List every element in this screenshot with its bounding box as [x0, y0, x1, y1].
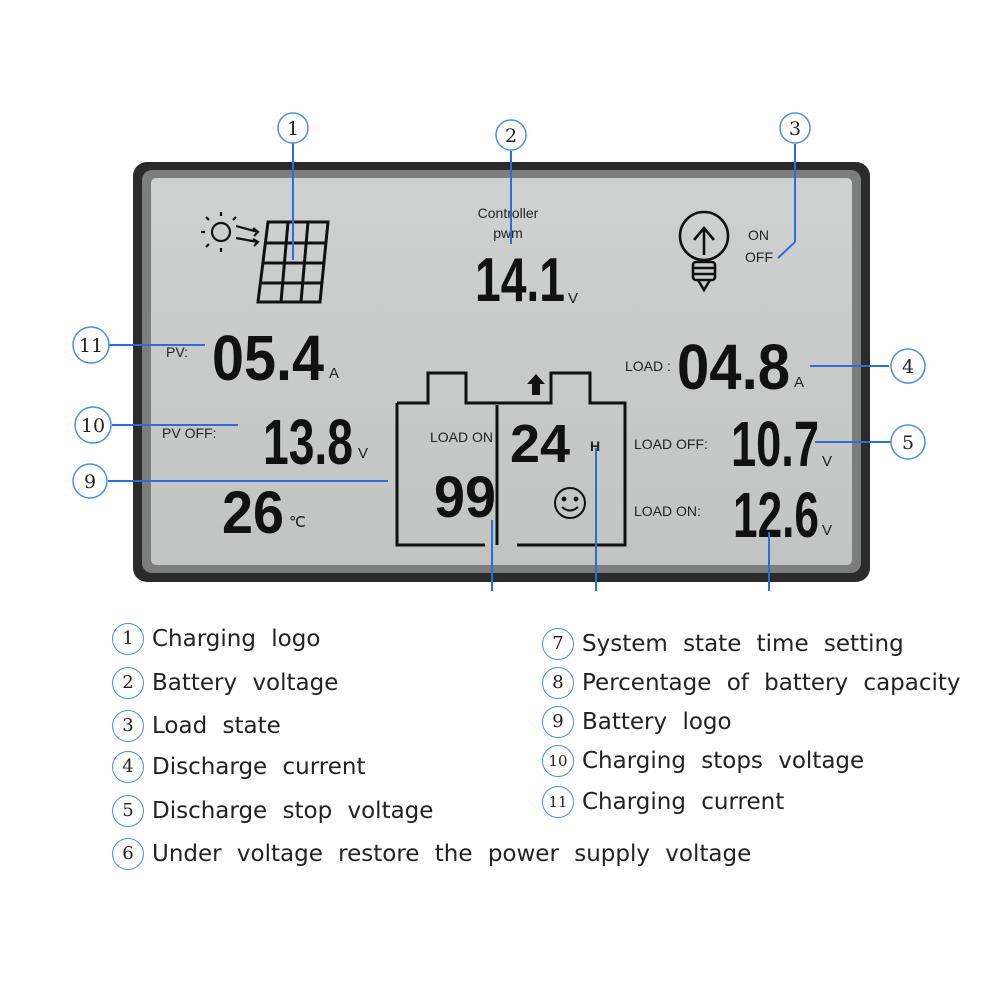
legend-item-4: 4 Discharge current — [112, 751, 365, 783]
legend-text: Load state — [152, 713, 281, 739]
load-on-voltage-readout: 12.6 — [733, 479, 819, 551]
pv-label: PV: — [166, 344, 188, 360]
battery-capacity-readout: 99 — [434, 465, 496, 530]
legend-text: Charging current — [582, 789, 785, 815]
callout-3: 3 — [779, 112, 811, 144]
legend-number: 11 — [542, 786, 574, 818]
callout-9: 9 — [72, 463, 108, 499]
load-off-label: LOAD OFF: — [634, 436, 708, 452]
legend-text: Charging logo — [152, 626, 321, 652]
legend-number: 1 — [112, 623, 144, 655]
solar-panel-icon — [256, 220, 330, 304]
load-current-readout: 04.8 — [677, 331, 790, 403]
legend-text: Battery logo — [582, 709, 732, 735]
load-on-label: LOAD ON: — [634, 503, 701, 519]
legend-number: 5 — [112, 795, 144, 827]
leader-lines — [108, 143, 891, 591]
temperature-unit: ℃ — [289, 514, 306, 531]
leader-line-3b — [777, 241, 796, 259]
load-off-voltage-readout: 10.7 — [731, 408, 819, 480]
legend-text: Charging stops voltage — [582, 748, 865, 774]
controller-label: Controller — [478, 205, 539, 221]
pv-current-readout: 05.4 — [212, 322, 324, 394]
sun-icon — [201, 212, 260, 252]
legend-item-5: 5 Discharge stop voltage — [112, 795, 433, 827]
callout-2: 2 — [495, 119, 527, 151]
legend-text: Discharge stop voltage — [152, 798, 434, 824]
legend-number: 7 — [542, 628, 574, 660]
load-current-unit: A — [794, 374, 804, 391]
legend-item-11: 11 Charging current — [542, 786, 784, 818]
callout-11: 11 — [72, 326, 110, 364]
callout-1: 1 — [277, 112, 309, 144]
callout-number: 4 — [902, 356, 914, 378]
legend-text: Percentage of battery capacity — [582, 670, 961, 696]
pwm-label: pwm — [493, 225, 523, 241]
callout-number: 9 — [84, 471, 96, 493]
pv-off-voltage-unit: V — [358, 445, 368, 462]
pv-off-voltage-readout: 13.8 — [263, 406, 353, 478]
up-arrow-icon — [527, 374, 545, 395]
on-label: ON — [748, 227, 769, 243]
pv-off-label: PV OFF: — [162, 425, 216, 441]
legend-item-8: 8 Percentage of battery capacity — [542, 667, 961, 699]
bulb-icon — [678, 210, 730, 293]
legend-number: 3 — [112, 710, 144, 742]
callout-number: 3 — [789, 118, 801, 140]
temperature-readout: 26 — [222, 479, 284, 546]
legend-number: 4 — [112, 751, 144, 783]
callout-10: 10 — [74, 406, 112, 444]
legend-item-1: 1 Charging logo — [112, 623, 320, 655]
legend-text: Discharge current — [152, 754, 366, 780]
callout-number: 5 — [902, 432, 914, 454]
legend-item-3: 3 Load state — [112, 710, 281, 742]
load-off-voltage-unit: V — [822, 453, 832, 470]
callout-number: 2 — [505, 125, 517, 147]
battery-load-on-label: LOAD ON — [430, 429, 493, 445]
legend-item-6: 6 Under voltage restore the power supply … — [112, 838, 751, 870]
pv-current-unit: A — [329, 365, 339, 382]
load-on-voltage-unit: V — [822, 522, 832, 539]
legend-number: 8 — [542, 667, 574, 699]
smiley-icon — [554, 487, 586, 519]
callout-number: 1 — [287, 118, 299, 140]
legend-item-7: 7 System state time setting — [542, 628, 904, 660]
legend-item-2: 2 Battery voltage — [112, 667, 338, 699]
battery-voltage-readout: 14.1 — [475, 246, 565, 315]
callout-number: 11 — [79, 335, 103, 357]
legend-item-10: 10 Charging stops voltage — [542, 745, 864, 777]
legend-number: 10 — [542, 745, 574, 777]
legend-text: System state time setting — [582, 631, 904, 657]
legend-text: Battery voltage — [152, 670, 339, 696]
callout-5: 5 — [890, 424, 926, 460]
time-unit: H — [590, 438, 600, 454]
battery-logo — [395, 371, 627, 547]
off-label: OFF — [745, 249, 773, 265]
legend-text: Under voltage restore the power supply v… — [152, 841, 752, 867]
legend-number: 2 — [112, 667, 144, 699]
callout-4: 4 — [890, 348, 926, 384]
callout-number: 10 — [81, 415, 105, 437]
legend-number: 9 — [542, 706, 574, 738]
time-setting-readout: 24 — [510, 414, 570, 474]
load-label: LOAD : — [625, 358, 671, 374]
battery-voltage-unit: V — [568, 290, 578, 307]
legend-item-9: 9 Battery logo — [542, 706, 732, 738]
lcd-screen — [151, 178, 852, 565]
legend-number: 6 — [112, 838, 144, 870]
